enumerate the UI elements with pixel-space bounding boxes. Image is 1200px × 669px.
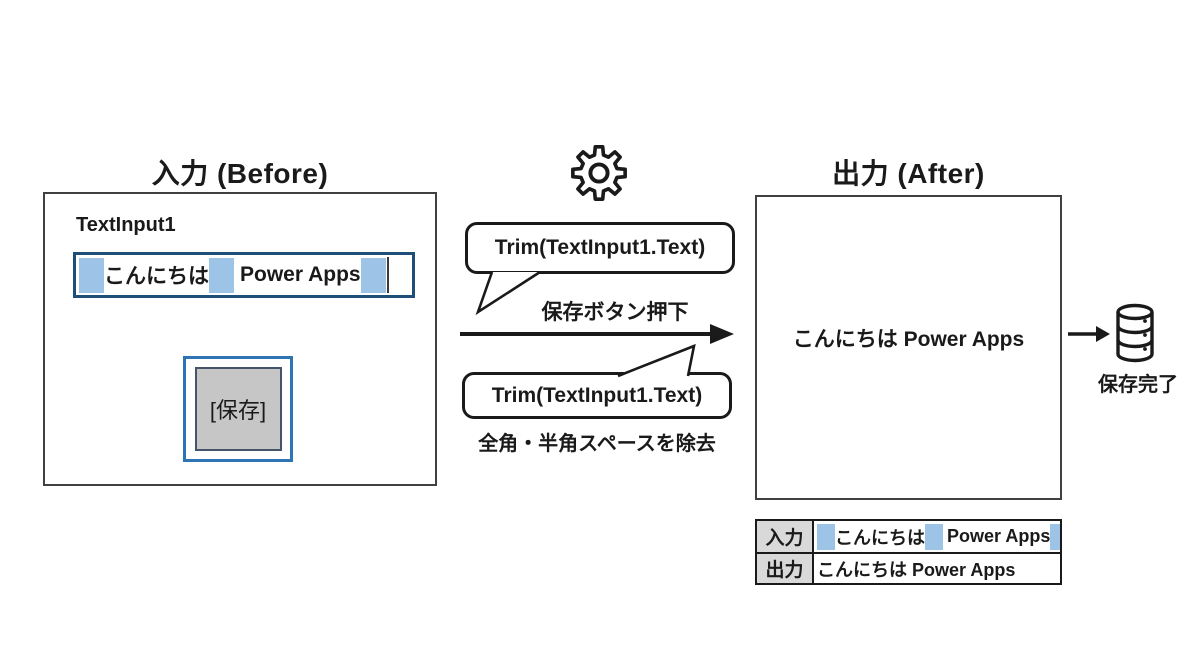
process-arrow (460, 324, 734, 344)
callout-tail-top (475, 270, 541, 316)
after-panel (755, 195, 1062, 500)
gear-icon (571, 145, 627, 201)
formula-callout-bottom: Trim(TextInput1.Text) (462, 372, 732, 419)
table-output-value: こんにちは Power Apps (817, 559, 1016, 580)
row-header-output: 出力 (757, 554, 814, 583)
formula-callout-top: Trim(TextInput1.Text) (465, 222, 735, 274)
database-icon (1116, 303, 1154, 363)
trim-note: 全角・半角スペースを除去 (478, 433, 716, 455)
textinput-control-label: TextInput1 (76, 214, 176, 236)
text-cursor (386, 257, 389, 293)
formula-top-text: Trim(TextInput1.Text) (494, 236, 706, 259)
formula-bottom-text: Trim(TextInput1.Text) (491, 383, 703, 407)
fullwidth-space-highlight (817, 523, 835, 550)
row-value-input: こんにちは Power Apps (814, 521, 1060, 552)
input-word2: Power Apps (240, 263, 361, 286)
save-arrow (1068, 326, 1110, 342)
arrow-caption: 保存ボタン押下 (541, 301, 689, 324)
fullwidth-space-highlight (79, 257, 104, 293)
fullwidth-space-highlight (925, 523, 943, 550)
after-title: 出力 (After) (832, 158, 985, 189)
row-value-output: こんにちは Power Apps (814, 554, 1060, 583)
row-header-input: 入力 (757, 521, 814, 552)
callout-tail-bottom (617, 343, 696, 378)
table-row-output: 出力 こんにちは Power Apps (757, 552, 1060, 583)
fullwidth-space-highlight (209, 257, 234, 293)
fullwidth-space-highlight (360, 257, 386, 293)
save-status-label: 保存完了 (1098, 374, 1178, 396)
text-input-field[interactable]: こんにちは Power Apps (73, 252, 415, 298)
input-word1: こんにちは (104, 265, 209, 288)
table-input-word2: Power Apps (947, 526, 1051, 546)
table-input-word1: こんにちは (835, 527, 925, 548)
before-title: 入力 (Before) (151, 158, 329, 189)
save-button-face: [保存] (194, 367, 282, 451)
table-row-input: 入力 こんにちは Power Apps (757, 521, 1060, 552)
save-button[interactable]: [保存] (183, 356, 293, 462)
result-text: こんにちは Power Apps (792, 328, 1025, 351)
comparison-table: 入力 こんにちは Power Apps 出力 こんにちは Power Apps (755, 519, 1062, 585)
fullwidth-space-highlight (1050, 523, 1060, 550)
